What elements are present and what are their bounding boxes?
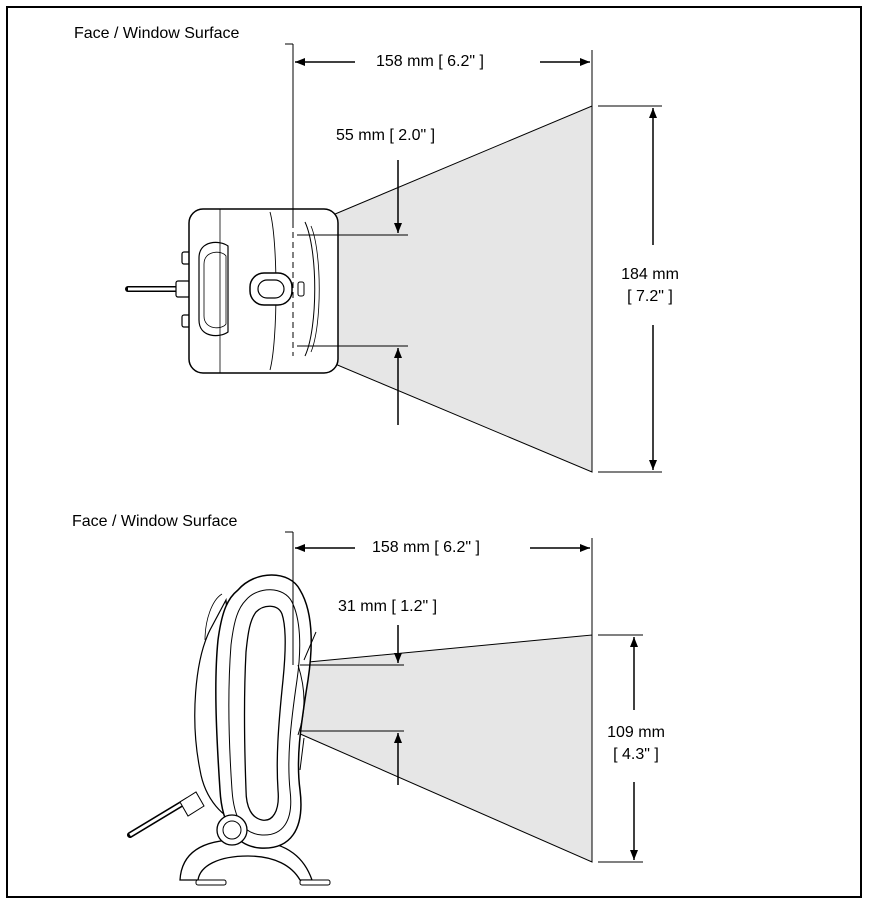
bottom-view [127,531,643,886]
bottom-face-surface-label: Face / Window Surface [72,513,238,530]
bottom-scan-field [297,634,593,863]
bottom-depth-dimension: 158 mm [ 6.2" ] [372,539,480,556]
bottom-far-field-dimension-mm: 109 mm [607,724,665,741]
bottom-far-field-dimension-in: [ 4.3" ] [613,746,659,763]
top-scanner-body [125,208,339,374]
bottom-scanner-body [127,574,331,886]
top-depth-dimension: 158 mm [ 6.2" ] [376,53,484,70]
bottom-near-field-dimension: 31 mm [ 1.2" ] [338,598,438,615]
top-face-surface-label: Face / Window Surface [74,25,240,42]
top-scan-field [296,105,593,473]
top-view [125,43,662,473]
top-near-field-dimension: 55 mm [ 2.0" ] [336,127,436,144]
top-far-field-dimension-mm: 184 mm [621,266,679,283]
top-far-field-dimension-in: [ 7.2" ] [627,288,673,305]
